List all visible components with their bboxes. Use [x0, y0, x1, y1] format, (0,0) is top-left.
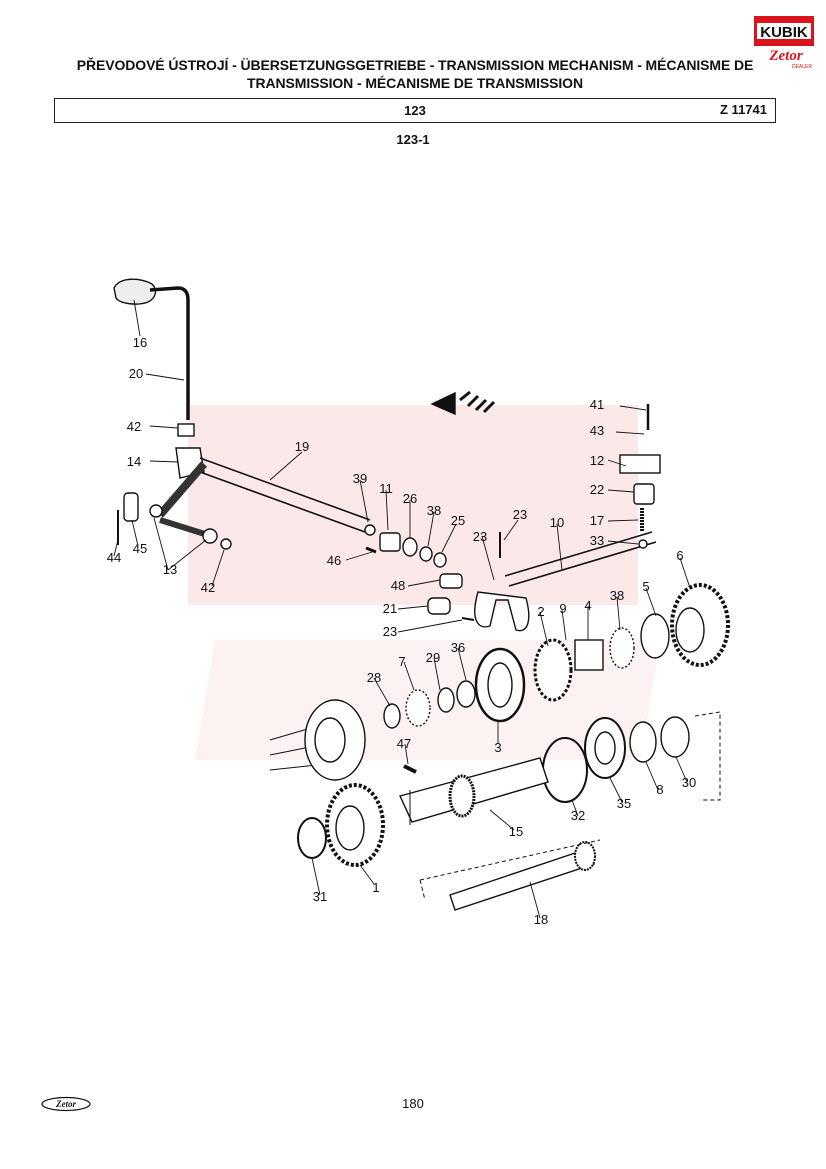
callout-44: 44	[107, 550, 121, 565]
callout-47: 47	[397, 736, 411, 751]
subgroup-code: 123-1	[396, 132, 430, 147]
callout-20: 20	[129, 366, 143, 381]
catalog-number: Z 11741	[720, 102, 767, 117]
callout-39: 39	[353, 471, 367, 486]
callout-40: 41	[590, 397, 604, 412]
callout-12: 12	[590, 453, 604, 468]
callout-21: 21	[383, 601, 397, 616]
callout-42: 42	[201, 580, 215, 595]
callout-36: 36	[451, 640, 465, 655]
callout-4: 4	[584, 598, 591, 613]
logo-dealer-text: DEALER	[792, 64, 812, 70]
callout-1: 1	[372, 880, 379, 895]
callout-46: 46	[327, 553, 341, 568]
callout-43: 43	[590, 423, 604, 438]
callout-10: 10	[550, 515, 564, 530]
callout-6: 6	[676, 548, 683, 563]
callout-7: 7	[398, 654, 405, 669]
callout-26: 25	[451, 513, 465, 528]
callout-28: 28	[367, 670, 381, 685]
logo-kubik-text: KUBIK	[760, 24, 808, 41]
callout-27: 26	[403, 491, 417, 506]
callout-38: 38	[427, 503, 441, 518]
callout-14: 14	[127, 454, 141, 469]
callout-35: 35	[617, 796, 631, 811]
callout-23-bottom: 23	[383, 624, 397, 639]
page-title: PŘEVODOVÉ ÚSTROJÍ - ÜBERSETZUNGSGETRIEBE…	[40, 56, 790, 92]
callout-19: 19	[295, 439, 309, 454]
kubik-zetor-logo: KUBIK Zetor DEALER	[754, 16, 814, 70]
callout-16: 16	[133, 335, 147, 350]
callout-labels: 16 20 42 14 19 39 11 26 38 25 23 10 23 4…	[107, 335, 696, 927]
callout-9: 9	[559, 601, 566, 616]
callout-22: 22	[590, 482, 604, 497]
callout-31: 31	[313, 889, 327, 904]
callout-15: 15	[509, 824, 523, 839]
title-line-2: TRANSMISSION - MÉCANISME DE TRANSMISSION	[247, 75, 583, 91]
callout-33: 33	[590, 533, 604, 548]
callout-29: 29	[426, 650, 440, 665]
callout-18: 18	[534, 912, 548, 927]
callout-17: 17	[590, 513, 604, 528]
footer-zetor-logo: Zetor	[41, 1096, 91, 1112]
page-number: 180	[402, 1096, 424, 1111]
callout-8: 8	[656, 782, 663, 797]
logo-zetor-text: Zetor	[768, 48, 802, 64]
callout-41: 42	[127, 419, 141, 434]
callout-45: 45	[133, 541, 147, 556]
group-code-box: 123 Z 11741	[54, 98, 776, 123]
callout-13: 13	[163, 562, 177, 577]
callout-48: 48	[391, 578, 405, 593]
callout-3: 3	[494, 740, 501, 755]
footer-logo-text: Zetor	[55, 1099, 76, 1109]
title-line-1: PŘEVODOVÉ ÚSTROJÍ - ÜBERSETZUNGSGETRIEBE…	[76, 57, 754, 73]
callout-5: 5	[642, 579, 649, 594]
callout-32: 32	[571, 808, 585, 823]
callout-11: 11	[379, 481, 393, 496]
callout-2: 2	[537, 604, 544, 619]
callout-23-top: 23	[513, 507, 527, 522]
callout-37: 38	[610, 588, 624, 603]
callout-25: 23	[473, 529, 487, 544]
group-code: 123	[404, 103, 426, 118]
callout-30: 30	[682, 775, 696, 790]
